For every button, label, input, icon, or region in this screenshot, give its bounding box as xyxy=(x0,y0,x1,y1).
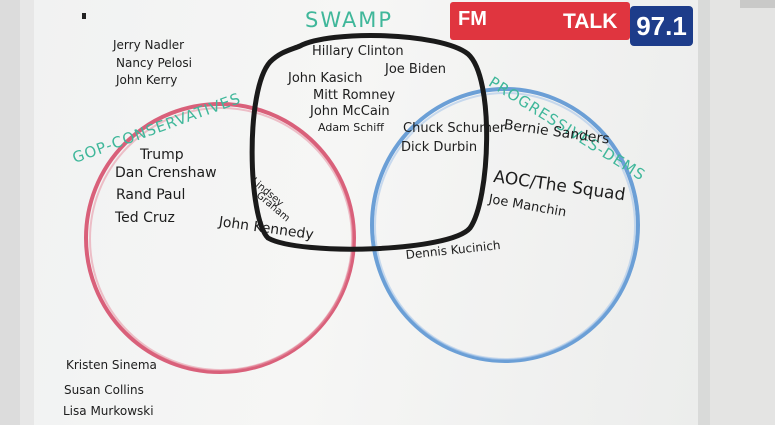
name-swamp-3: Joe Biden xyxy=(385,62,446,77)
name-gop-4: Ted Cruz xyxy=(115,210,175,226)
shelf xyxy=(740,0,775,8)
whiteboard xyxy=(20,0,710,425)
name-outside-bottom-2: Susan Collins xyxy=(64,383,144,397)
logo-red-band xyxy=(450,2,630,40)
logo-number: 97.1 xyxy=(630,6,693,46)
swamp-shape xyxy=(249,33,490,252)
name-gop-2: Dan Crenshaw xyxy=(115,165,217,181)
name-outside-top-3: John Kerry xyxy=(116,73,178,87)
name-swamp-4: Mitt Romney xyxy=(313,88,396,103)
name-outside-bottom-1: Kristen Sinema xyxy=(66,358,157,372)
name-gop-3: Rand Paul xyxy=(116,187,186,203)
marker-dot xyxy=(82,13,86,19)
name-outside-top-1: Jerry Nadler xyxy=(113,38,185,52)
dems-circle xyxy=(370,87,640,363)
gop-circle xyxy=(84,102,356,374)
name-swamp-2: John Kasich xyxy=(288,71,363,86)
logo-talk: TALK xyxy=(563,10,618,33)
logo-fm: FM xyxy=(458,8,487,30)
name-swamp-6: Adam Schiff xyxy=(318,121,384,134)
label-swamp: SWAMP xyxy=(305,8,394,32)
name-swamp-5: John McCain xyxy=(310,104,390,119)
name-swamp-1: Hillary Clinton xyxy=(312,44,404,59)
name-swamp-dems-1: Chuck Schumer xyxy=(403,121,506,136)
name-outside-bottom-3: Lisa Murkowski xyxy=(63,404,154,418)
name-outside-top-2: Nancy Pelosi xyxy=(116,56,192,70)
fm-talk-logo: FM TALK 97.1 xyxy=(450,2,693,46)
wall xyxy=(710,0,775,425)
name-swamp-dems-2: Dick Durbin xyxy=(401,140,478,155)
name-gop-1: Trump xyxy=(140,147,184,163)
